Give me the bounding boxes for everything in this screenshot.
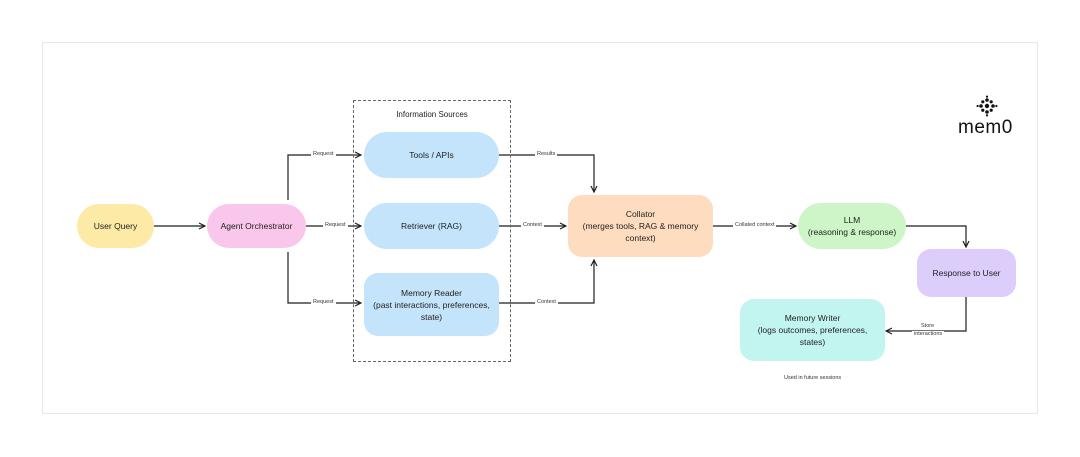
node-memory-reader: Memory Reader (past interactions, prefer… — [364, 273, 499, 336]
edge-orchestrator-memoryreader — [287, 252, 361, 303]
edge-llm-response — [906, 225, 966, 247]
label-request-memory: Request — [311, 299, 336, 306]
mem0-logo-icon — [976, 95, 998, 117]
node-tools-apis: Tools / APIs — [364, 132, 499, 178]
information-sources-title: Information Sources — [396, 110, 468, 119]
node-collator: Collator (merges tools, RAG & memory con… — [568, 195, 713, 257]
label-interactions: interactions — [912, 331, 945, 338]
node-memory-writer: Memory Writer (logs outcomes, preference… — [740, 299, 885, 361]
label-context-retriever: Context — [521, 222, 544, 229]
label-request-retriever: Request — [323, 222, 348, 229]
edge-tools-collator — [499, 154, 594, 192]
node-response-to-user: Response to User — [917, 249, 1016, 297]
label-collated-context: Collated context — [733, 222, 777, 229]
brand-wordmark: mem0 — [958, 117, 1013, 138]
footnote-future-sessions: Used in future sessions — [784, 375, 842, 381]
node-retriever-rag: Retriever (RAG) — [364, 203, 499, 249]
node-user-query: User Query — [77, 204, 154, 248]
label-context-memory: Context — [535, 299, 558, 306]
node-llm: LLM (reasoning & response) — [798, 203, 906, 249]
edge-memoryreader-collator — [499, 260, 594, 304]
information-sources-group — [353, 100, 511, 362]
label-request-tools: Request — [311, 151, 336, 158]
label-store: Store — [919, 323, 937, 330]
label-results: Results — [535, 151, 558, 158]
node-agent-orchestrator: Agent Orchestrator — [207, 204, 306, 248]
diagram-frame — [42, 42, 1038, 414]
edge-orchestrator-tools — [287, 155, 361, 200]
